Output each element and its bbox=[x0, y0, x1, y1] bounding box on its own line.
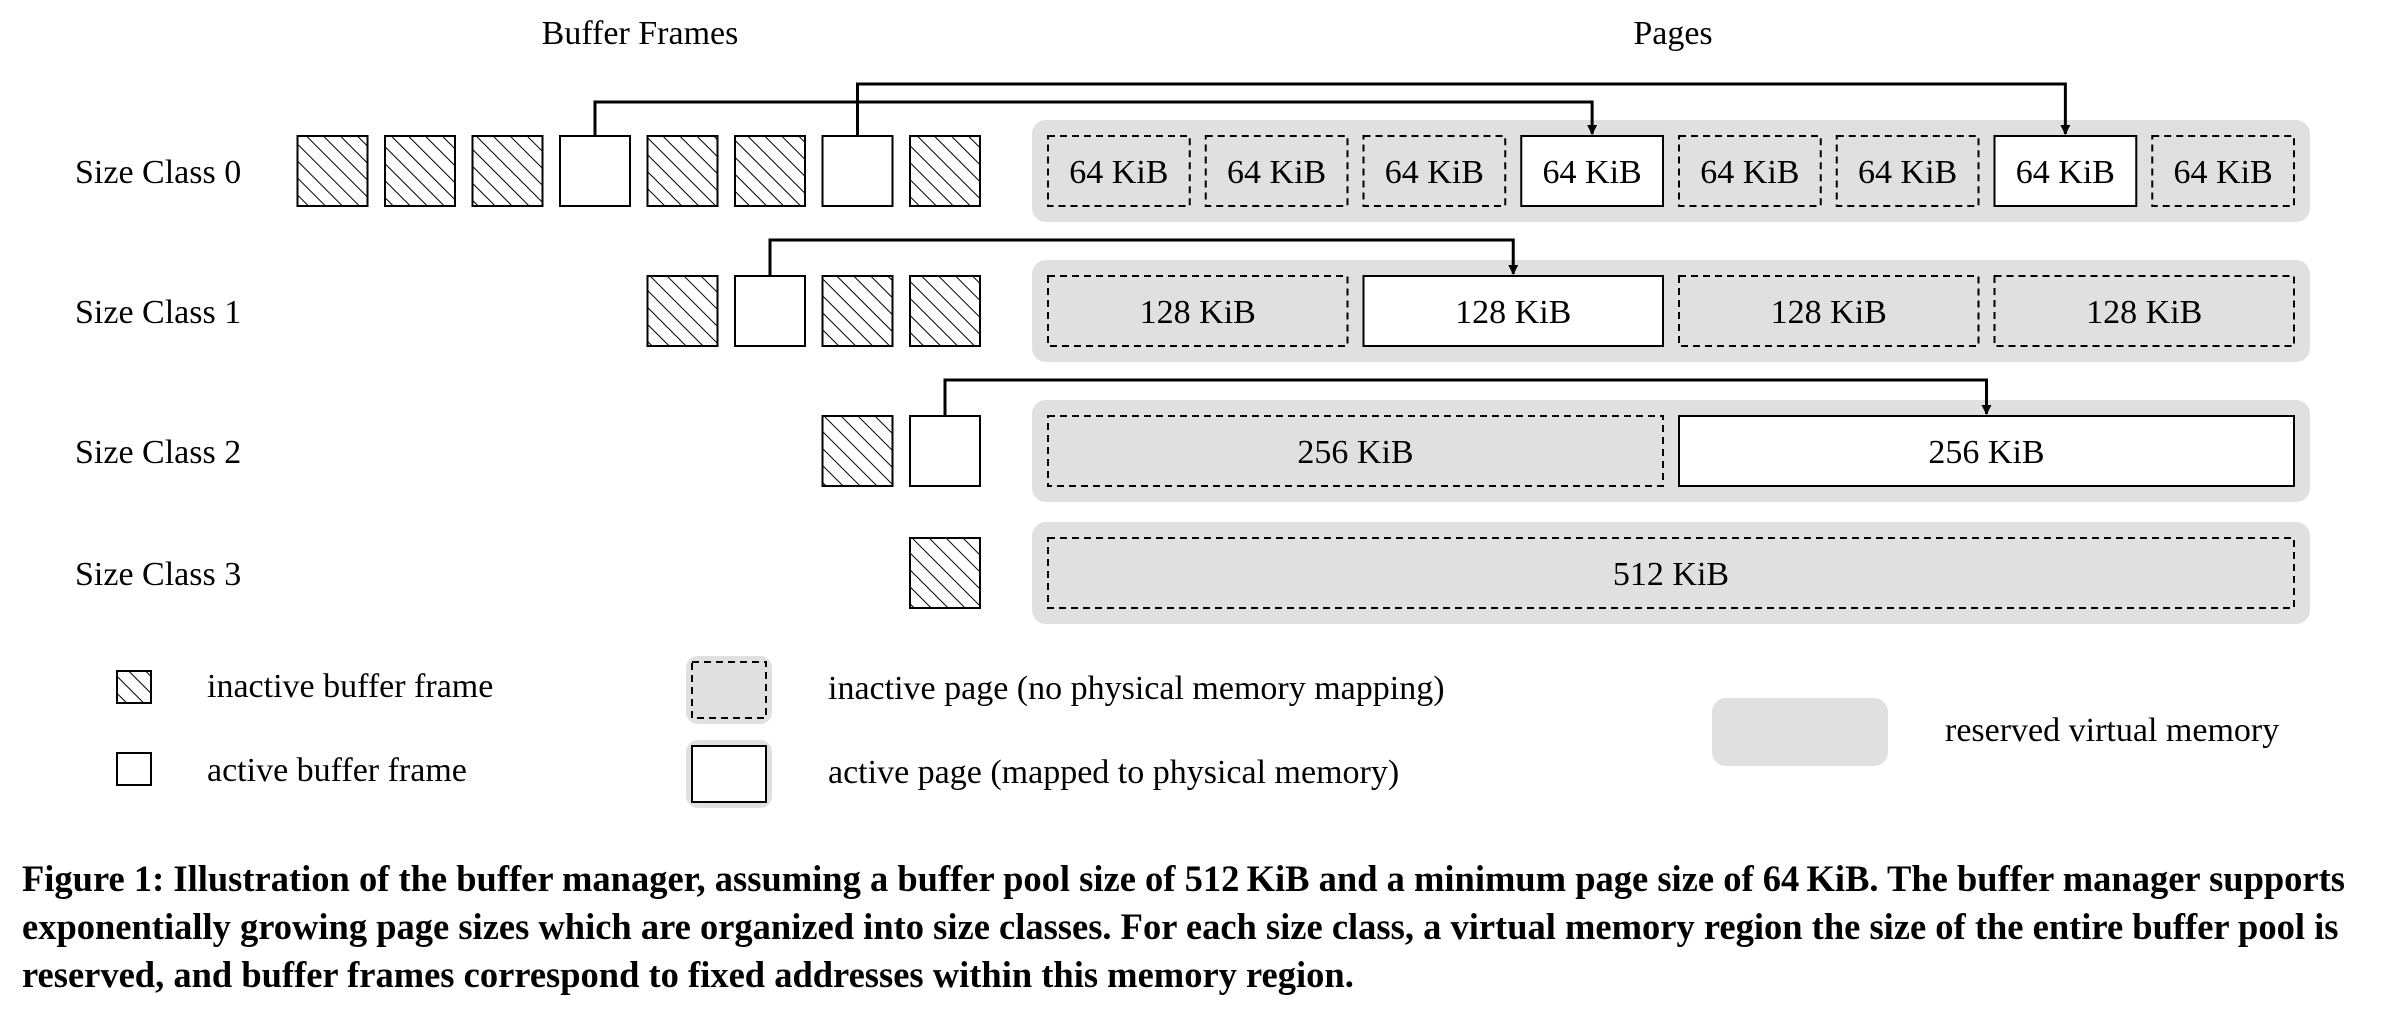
legend: inactive buffer frame active buffer fram… bbox=[116, 656, 2279, 808]
active-buffer-frame bbox=[734, 275, 806, 347]
legend-inactive-frame-label: inactive buffer frame bbox=[207, 668, 493, 705]
reserved-virtual-memory-region bbox=[1032, 260, 2310, 362]
size-class-2: Size Class 2 256 KiB 256 KiB bbox=[75, 378, 2310, 502]
inactive-page bbox=[1835, 135, 1980, 207]
figure-caption: Figure 1: Illustration of the buffer man… bbox=[22, 858, 2345, 995]
frame-to-page-arrow bbox=[768, 238, 1519, 276]
inactive-page bbox=[1362, 135, 1507, 207]
active-page bbox=[1362, 275, 1664, 347]
inactive-buffer-frame bbox=[909, 537, 981, 609]
legend-inactive-page-label: inactive page (no physical memory mappin… bbox=[828, 670, 1445, 707]
active-page bbox=[1520, 135, 1664, 207]
inactive-buffer-frame bbox=[296, 135, 369, 207]
size-class-0: Size Class 0 64 KiB 64 KiB 64 KiB 64 KiB 64 K… bbox=[75, 82, 2310, 222]
page-size-label: 64 KiB bbox=[1700, 154, 1799, 191]
buffer-manager-diagram: Buffer Frames Pages Size Class 0 64 KiB 64… bbox=[75, 15, 2310, 808]
inactive-buffer-frame bbox=[646, 135, 719, 207]
inactive-page bbox=[2151, 135, 2295, 207]
inactive-page bbox=[1993, 275, 2295, 347]
legend-reserved-swatch bbox=[1712, 698, 1888, 766]
page-size-label: 256 KiB bbox=[1297, 434, 1413, 471]
page-size-label: 128 KiB bbox=[2086, 294, 2202, 331]
page-size-label: 64 KiB bbox=[2016, 154, 2115, 191]
inactive-buffer-frame bbox=[734, 135, 806, 207]
legend-active-page-swatch bbox=[691, 745, 767, 803]
size-class-label: Size Class 0 bbox=[75, 154, 241, 191]
reserved-virtual-memory-region bbox=[1032, 522, 2310, 624]
active-buffer-frame bbox=[909, 415, 981, 487]
active-page bbox=[1678, 415, 2295, 487]
page-size-label: 128 KiB bbox=[1455, 294, 1571, 331]
legend-inactive-page-bg bbox=[686, 656, 772, 724]
size-class-1: Size Class 1 128 KiB 128 KiB 128 KiB 128 KiB bbox=[75, 238, 2310, 362]
inactive-buffer-frame bbox=[384, 135, 456, 207]
inactive-buffer-frame bbox=[909, 275, 981, 347]
legend-active-frame-label: active buffer frame bbox=[207, 752, 467, 789]
page-size-label: 256 KiB bbox=[1928, 434, 2044, 471]
legend-inactive-page-swatch bbox=[691, 661, 767, 719]
inactive-page bbox=[1204, 135, 1349, 207]
size-class-label: Size Class 1 bbox=[75, 294, 241, 331]
inactive-page bbox=[1047, 135, 1191, 207]
inactive-buffer-frame bbox=[909, 135, 981, 207]
inactive-page bbox=[1047, 275, 1349, 347]
page-size-label: 64 KiB bbox=[1385, 154, 1484, 191]
size-class-label: Size Class 2 bbox=[75, 434, 241, 471]
reserved-virtual-memory-region bbox=[1032, 120, 2310, 222]
page-size-label: 64 KiB bbox=[1069, 154, 1168, 191]
frame-to-page-arrow bbox=[593, 100, 1598, 136]
page-size-label: 128 KiB bbox=[1140, 294, 1256, 331]
size-class-label: Size Class 3 bbox=[75, 556, 241, 593]
inactive-buffer-frame bbox=[821, 275, 894, 347]
size-class-rows: Size Class 0 64 KiB 64 KiB 64 KiB 64 KiB 64 K… bbox=[75, 82, 2310, 624]
frame-to-page-arrow bbox=[943, 378, 1992, 416]
page-size-label: 128 KiB bbox=[1771, 294, 1887, 331]
page-size-label: 64 KiB bbox=[1543, 154, 1642, 191]
inactive-page bbox=[1678, 135, 1822, 207]
active-buffer-frame bbox=[821, 135, 894, 207]
legend-active-page-label: active page (mapped to physical memory) bbox=[828, 754, 1399, 791]
active-page bbox=[1993, 135, 2138, 207]
page-size-label: 512 KiB bbox=[1613, 556, 1729, 593]
legend-reserved-label: reserved virtual memory bbox=[1945, 712, 2279, 749]
legend-active-frame-swatch bbox=[116, 752, 152, 786]
legend-inactive-frame-swatch bbox=[116, 670, 152, 704]
inactive-buffer-frame bbox=[821, 415, 894, 487]
page-size-label: 64 KiB bbox=[1858, 154, 1957, 191]
active-buffer-frame bbox=[559, 135, 631, 207]
inactive-buffer-frame bbox=[646, 275, 719, 347]
header-pages: Pages bbox=[1633, 15, 1712, 52]
page-size-label: 64 KiB bbox=[1227, 154, 1326, 191]
inactive-page bbox=[1678, 275, 1980, 347]
inactive-buffer-frame bbox=[471, 135, 544, 207]
page-size-label: 64 KiB bbox=[2174, 154, 2273, 191]
inactive-page bbox=[1047, 537, 2295, 609]
frame-to-page-arrow bbox=[856, 82, 2071, 136]
inactive-page bbox=[1047, 415, 1664, 487]
size-class-3: Size Class 3 512 KiB bbox=[75, 522, 2310, 624]
header-buffer-frames: Buffer Frames bbox=[542, 15, 739, 52]
